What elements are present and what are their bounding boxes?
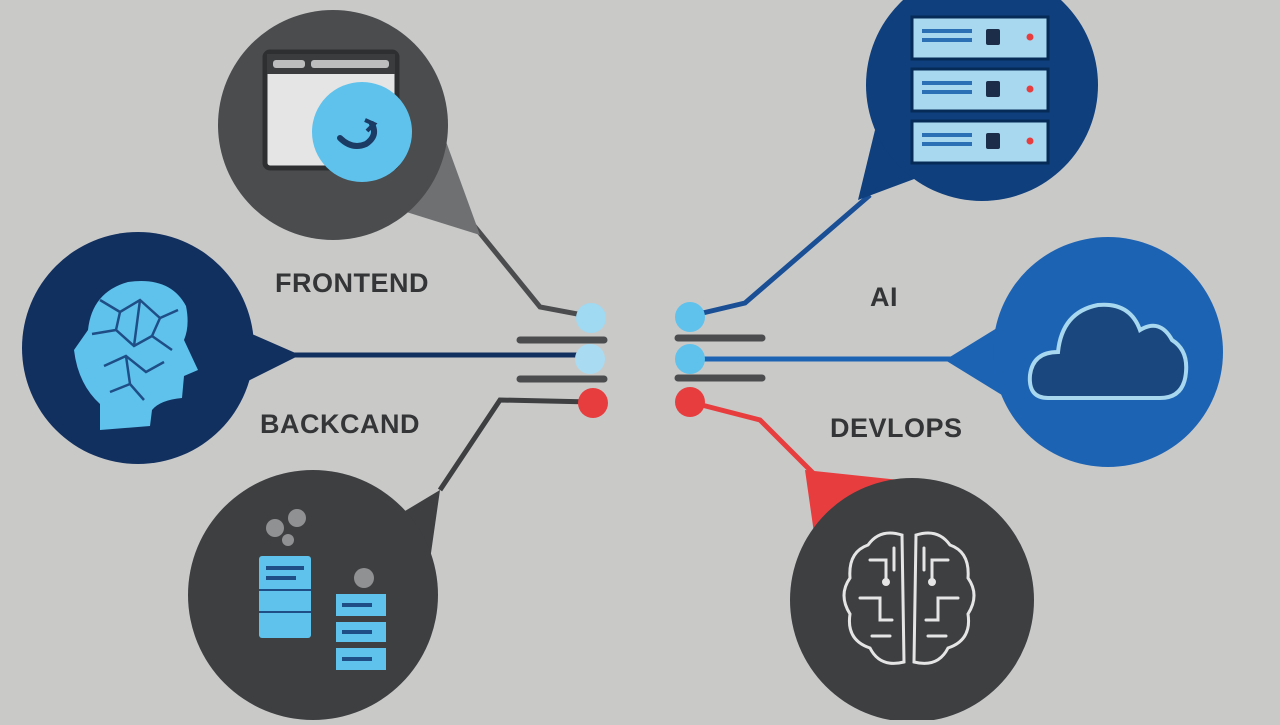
server-rack-icon [910,15,1050,165]
connector-ai [689,193,872,319]
connector-brain [689,399,822,482]
node-ai [675,302,705,332]
node-backend [575,344,605,374]
label-backend: BACKCAND [260,409,420,439]
brain-circuit-icon [842,531,976,665]
cloud-icon [1027,302,1189,400]
left-connectors [290,188,608,492]
label-devops: DEVLOPS [830,413,963,443]
label-frontend: FRONTEND [275,268,429,298]
node-brain [675,387,705,417]
browser-window-refresh-icon [262,49,412,182]
server-database-icon [259,509,386,670]
devops-bubble [945,237,1223,467]
label-ai: AI [870,282,898,312]
connector-database [437,397,593,492]
left-nodes [575,303,608,418]
database-bubble [188,470,440,720]
head-brain-icon [74,281,198,430]
backend-bubble [22,232,300,464]
right-connectors [674,193,960,482]
node-devops [675,344,705,374]
node-frontend [576,303,606,333]
right-nodes [675,302,705,417]
ai-bubble [858,0,1098,201]
frontend-bubble [218,10,480,240]
node-database [578,388,608,418]
brain-bubble [790,470,1034,722]
